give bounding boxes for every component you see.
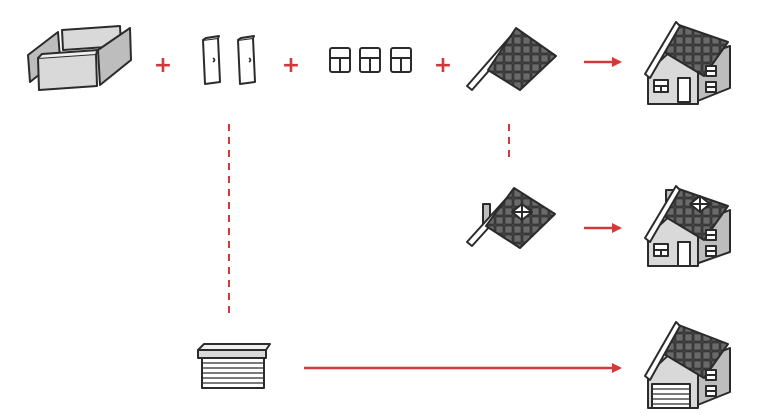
house-with-chimney-icon (645, 186, 730, 266)
plus-operator: + (434, 53, 452, 78)
house-with-garage-icon (645, 322, 730, 408)
house-icon (645, 22, 730, 104)
plus-operator: + (154, 53, 172, 78)
windows-icon (330, 48, 411, 72)
roof-icon (467, 28, 556, 90)
plus-operator: + (282, 53, 300, 78)
walls-icon (28, 26, 131, 90)
roof-with-chimney-and-skylight-icon (467, 188, 555, 248)
doors-icon (203, 36, 255, 84)
garage-door-icon (198, 344, 270, 388)
